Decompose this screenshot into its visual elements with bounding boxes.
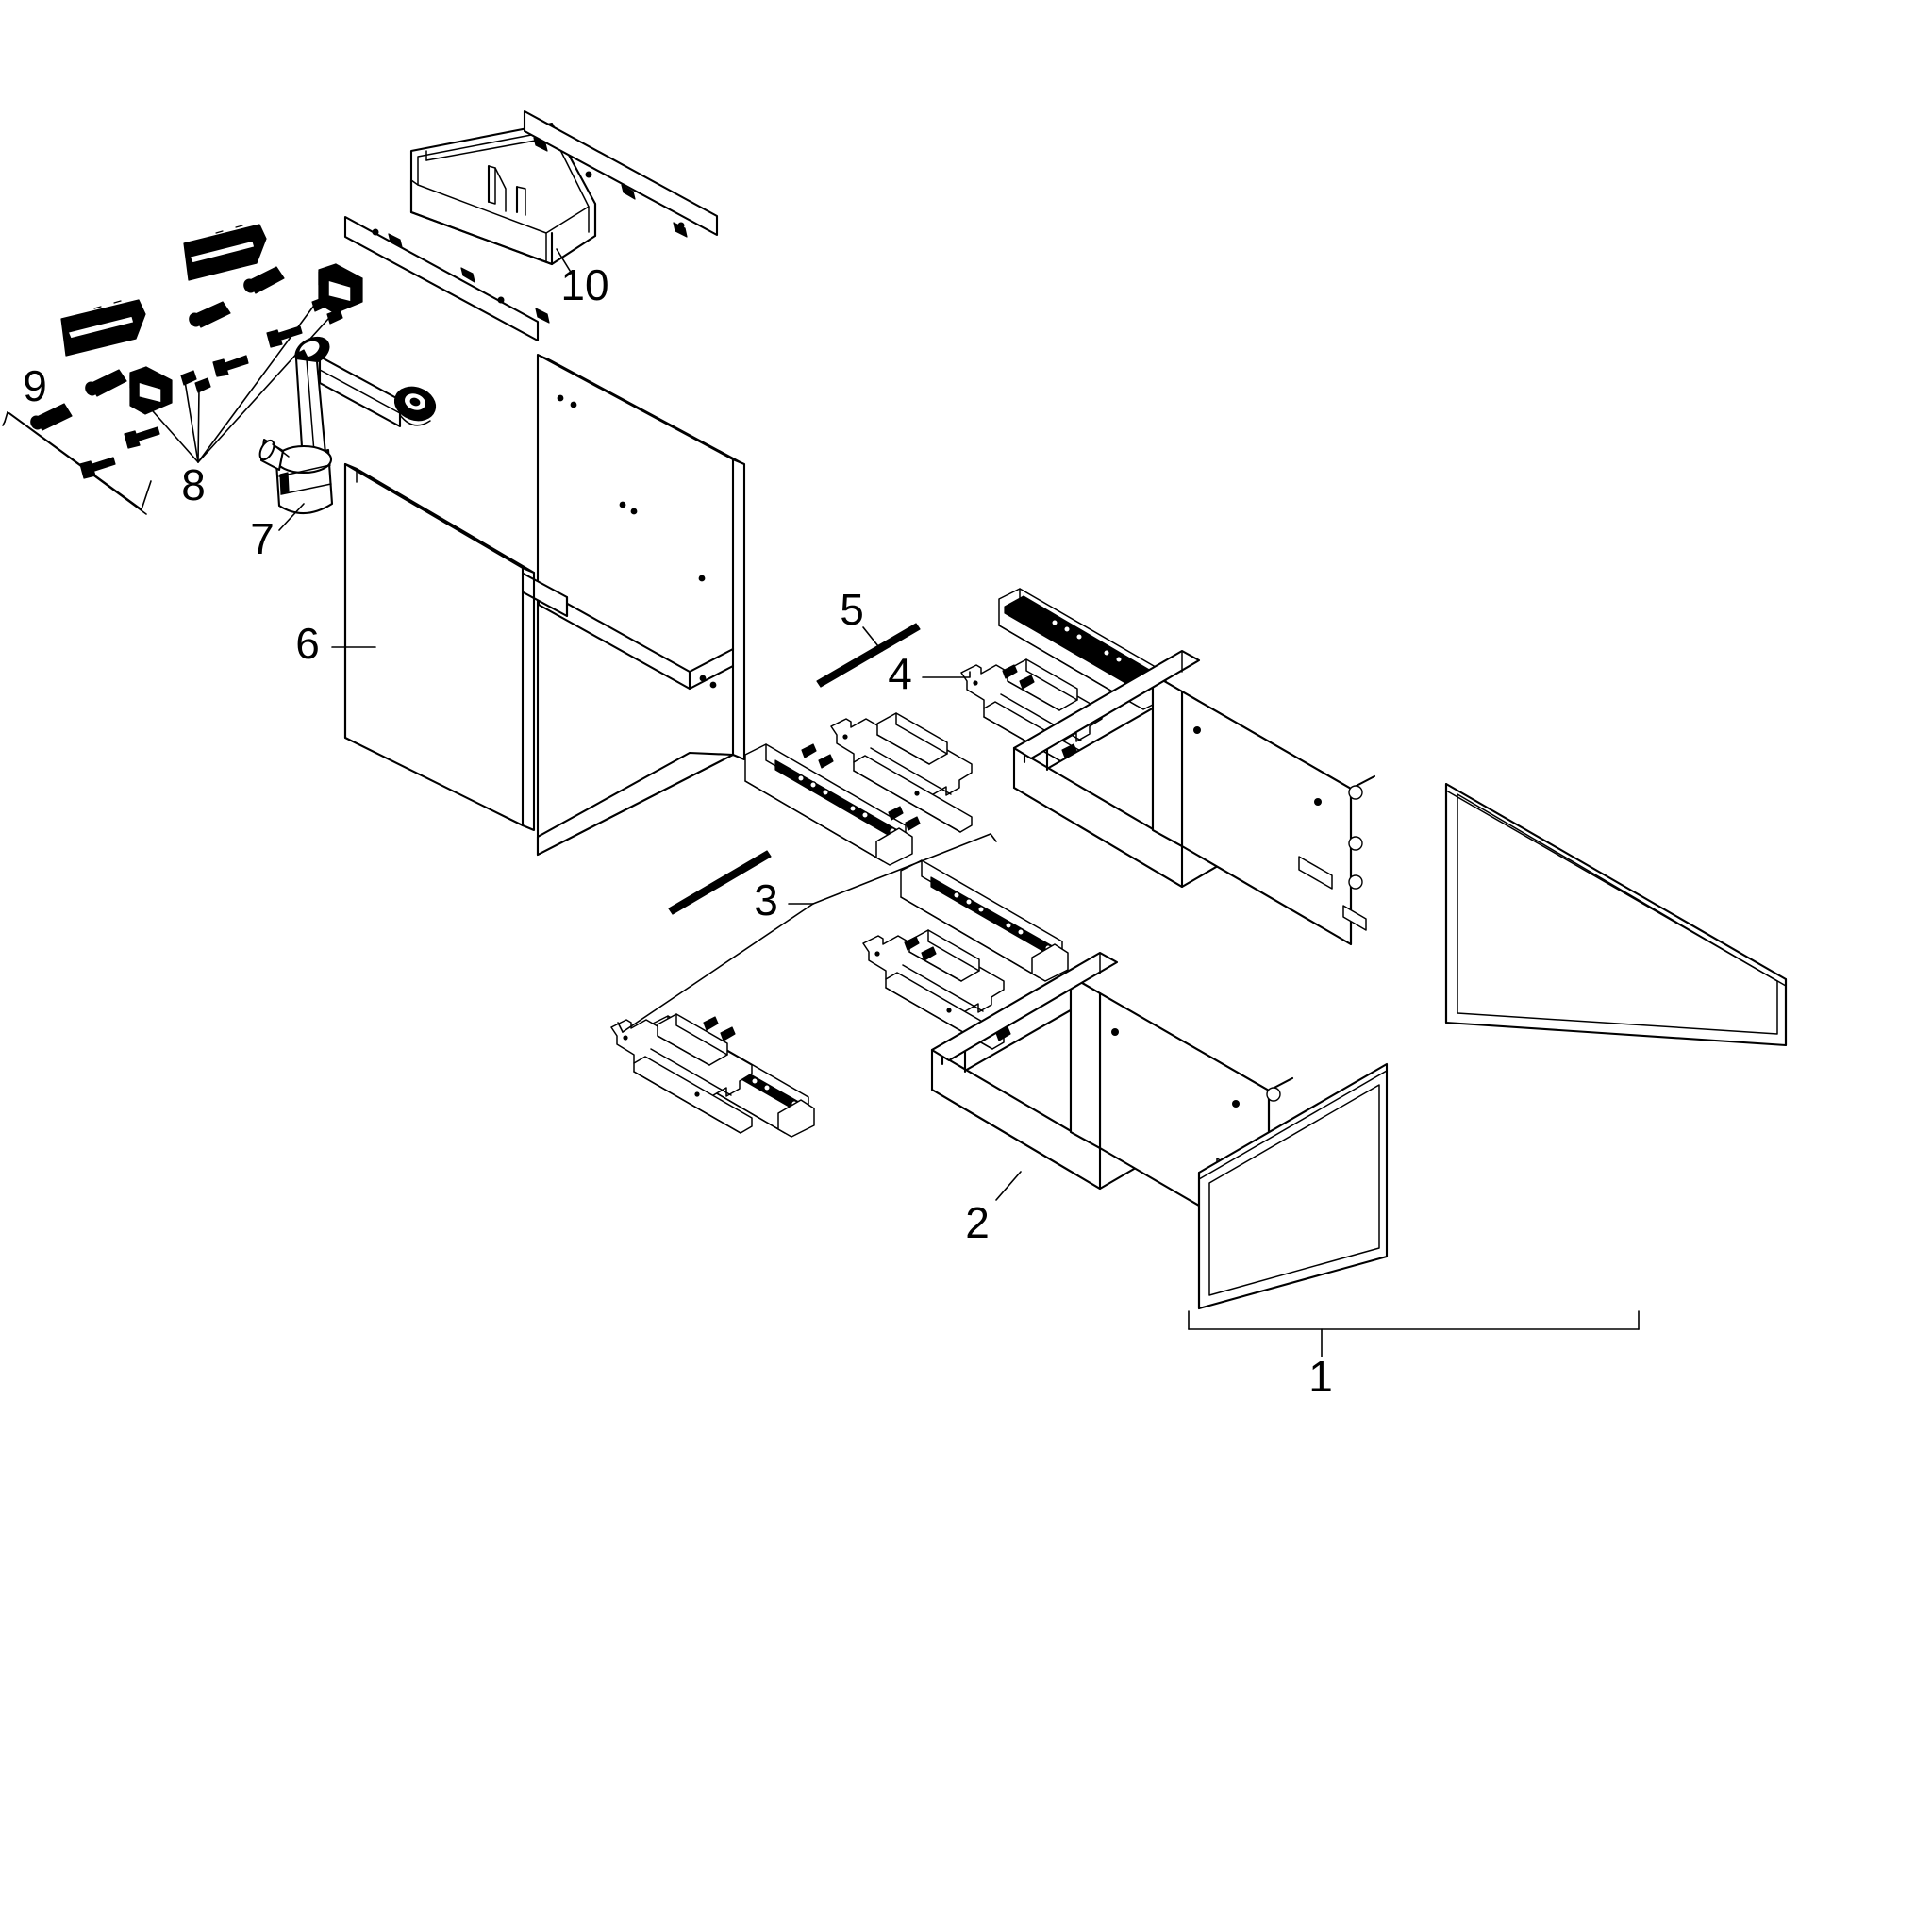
drain-flange — [393, 386, 437, 426]
callout-label-10: 10 — [560, 260, 608, 309]
callout-label-1: 1 — [1308, 1352, 1333, 1401]
siphon-horizontal-pipe — [318, 355, 402, 428]
callout-label-5: 5 — [840, 585, 864, 634]
callout-3-bracket — [617, 833, 997, 1033]
part-1-drawer-front-upper — [1444, 782, 1788, 1047]
upper-runner-rail-right — [998, 588, 1167, 710]
callout-4-leader — [922, 671, 971, 678]
siphon-outlet-pipe — [258, 438, 290, 472]
callout-7-leader — [278, 503, 305, 531]
part-9-mounting-rail-set — [2, 224, 303, 515]
callout-10-leader — [556, 248, 573, 275]
upper-runner-rail-left — [744, 743, 913, 866]
screw-1 — [266, 325, 303, 348]
lower-runner-plate-left — [610, 1013, 753, 1134]
upper-drawer-box — [1012, 649, 1376, 946]
part-5-stabiliser-rod-upper — [816, 623, 921, 688]
mounting-rail-upper — [183, 224, 267, 281]
wall-bracket-lower — [129, 366, 173, 415]
callout-5-leader — [862, 626, 883, 652]
wall-plug-2 — [189, 301, 231, 328]
dowel-pin-d — [194, 377, 211, 393]
callout-label-8: 8 — [181, 460, 206, 509]
screw-4 — [79, 457, 116, 479]
callout-label-9: 9 — [23, 361, 47, 410]
dowel-pin-b — [326, 308, 343, 325]
dowel-pin-c — [180, 370, 197, 386]
callout-2-leader — [995, 1171, 1022, 1201]
callout-8-leaders — [145, 306, 329, 463]
callout-label-6: 6 — [295, 619, 320, 668]
callout-label-3: 3 — [754, 875, 778, 924]
carcass-shelf — [537, 586, 735, 691]
wall-batten-upper — [523, 109, 719, 238]
callout-1-bracket — [1188, 1310, 1640, 1357]
screw-3 — [124, 426, 160, 449]
upper-runner-plate-left-2 — [830, 712, 973, 833]
callout-9-bracket — [2, 411, 152, 515]
upper-drawer-connectors — [1342, 785, 1367, 931]
dowel-pin-a — [311, 296, 328, 312]
part-6-cabinet-carcass — [331, 353, 746, 857]
callout-label-7: 7 — [250, 514, 275, 563]
part-8-wall-bracket-and-dowels — [129, 263, 363, 463]
upper-runner-left-dowels — [801, 743, 921, 831]
lower-runner-rail-right — [900, 859, 1069, 982]
part-4-upper-runner-set — [744, 588, 1167, 866]
wall-batten-lower — [343, 215, 550, 342]
part-5-stabiliser-rod-lower — [668, 850, 772, 915]
part-3-lower-runner-set — [610, 833, 1069, 1138]
wall-plug-4 — [30, 403, 73, 431]
mounting-rail-lower — [60, 299, 146, 357]
part-7-bottle-trap-siphon — [258, 336, 437, 531]
callout-label-4: 4 — [888, 649, 912, 698]
drawer-front-lower-final — [1197, 1062, 1389, 1310]
part-10-drawer-organiser-tray — [409, 122, 597, 275]
wall-plug-1 — [243, 266, 285, 294]
wall-plug-3 — [85, 369, 127, 397]
siphon-bottle-body — [275, 444, 334, 515]
carcass-bottom-panel — [536, 751, 735, 857]
callout-label-2: 2 — [965, 1198, 990, 1247]
screw-2 — [212, 355, 249, 377]
wall-bracket-upper — [318, 263, 363, 314]
